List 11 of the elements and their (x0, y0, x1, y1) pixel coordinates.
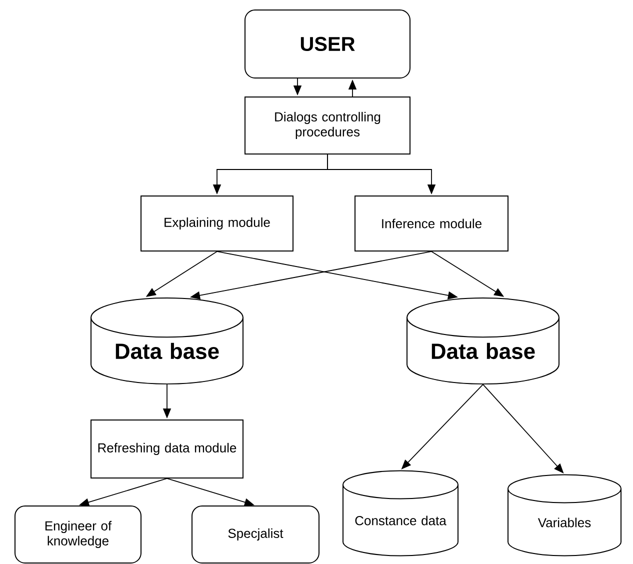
process-box: Dialogs controlling procedures (244, 96, 410, 154)
database-cylinder: Data base (406, 297, 560, 384)
rounded-box: Engineer of knowledge (14, 505, 142, 564)
database-cylinder: Data base (90, 297, 244, 384)
database-cylinder: Variables (508, 474, 622, 556)
process-box: Refreshing data module (90, 419, 244, 478)
process-box: Explaining module (140, 196, 294, 252)
database-cylinder: Constance data (342, 470, 458, 556)
process-box: Inference module (354, 196, 508, 252)
rounded-box: Specjalist (192, 505, 320, 564)
rounded-box: USER (244, 10, 410, 78)
